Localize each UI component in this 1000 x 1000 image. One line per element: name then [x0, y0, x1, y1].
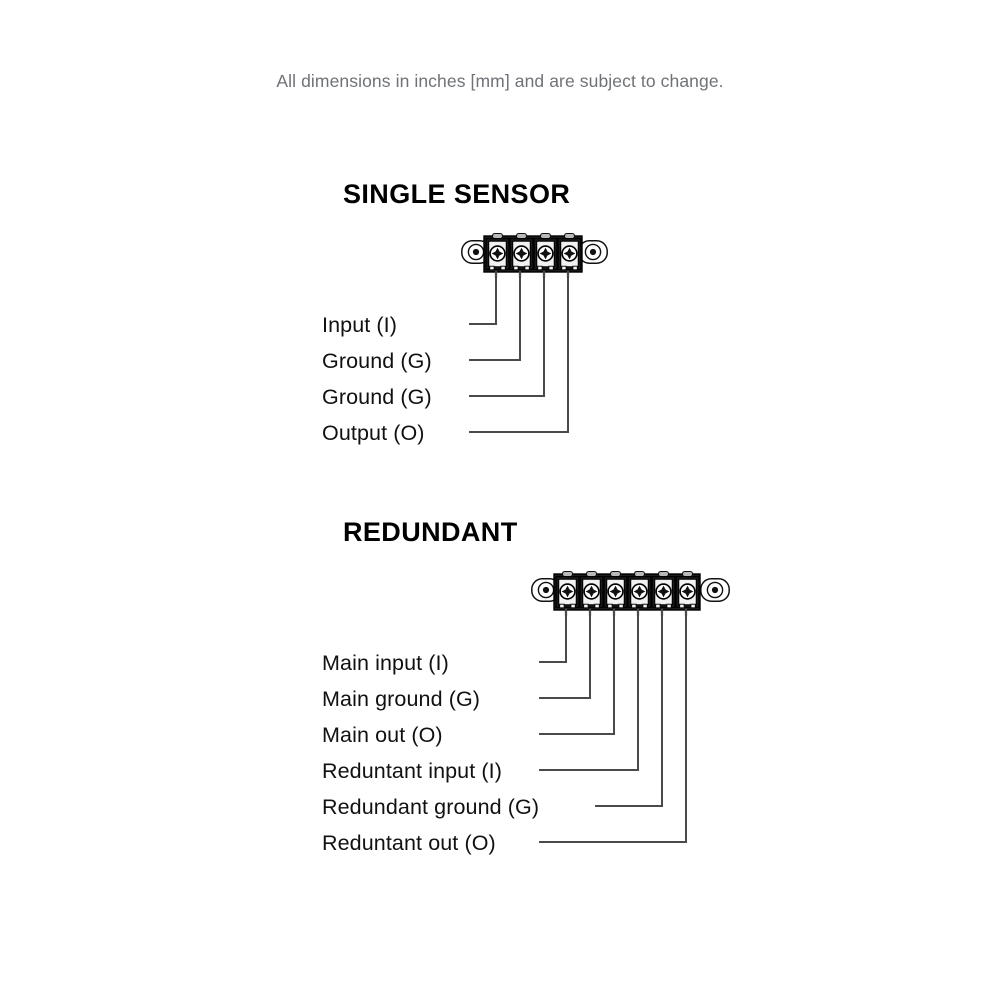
pin-label-redundant-5: Redundant ground (G) [322, 795, 540, 819]
terminal-single-1 [485, 232, 510, 271]
terminal-stubs-single [494, 270, 570, 278]
pin-label-single-3: Ground (G) [322, 385, 432, 409]
terminal-redundant-6 [675, 570, 700, 609]
terminal-block-single-sensor [461, 232, 608, 278]
terminal-redundant-4 [627, 570, 652, 609]
terminal-block-redundant [531, 570, 730, 616]
terminal-redundant-3 [603, 570, 628, 609]
terminal-single-2 [509, 232, 534, 271]
pin-label-redundant-1: Main input (I) [322, 651, 449, 675]
terminal-redundant-2 [579, 570, 604, 609]
mount-ear-left-single [461, 240, 491, 264]
pin-label-single-4: Output (O) [322, 421, 425, 445]
leader-lines-redundant [539, 609, 687, 843]
pin-label-redundant-2: Main ground (G) [322, 687, 481, 711]
leader-redundant-5 [595, 609, 663, 807]
section-title-redundant: REDUNDANT [343, 517, 518, 547]
pin-label-redundant-3: Main out (O) [322, 723, 443, 747]
terminal-single-4 [557, 232, 582, 271]
leader-redundant-3 [539, 609, 615, 735]
mount-ear-right-single [578, 240, 608, 264]
mount-ear-right-redundant [700, 578, 730, 602]
dimensions-note: All dimensions in inches [mm] and are su… [276, 71, 724, 91]
leader-single-2 [469, 271, 521, 361]
leader-single-1 [469, 271, 497, 325]
pin-label-single-1: Input (I) [322, 313, 397, 337]
leader-lines-single [469, 271, 569, 433]
terminal-body-redundant [553, 573, 701, 611]
pin-label-single-2: Ground (G) [322, 349, 432, 373]
leader-single-4 [469, 271, 569, 433]
pin-label-redundant-4: Reduntant input (I) [322, 759, 502, 783]
mount-ear-left-redundant [531, 578, 561, 602]
terminal-stubs-redundant [564, 608, 688, 616]
leader-single-3 [469, 271, 545, 397]
section-title-single-sensor: SINGLE SENSOR [343, 179, 571, 209]
leader-redundant-1 [539, 609, 567, 663]
pin-label-redundant-6: Reduntant out (O) [322, 831, 496, 855]
leader-redundant-2 [539, 609, 591, 699]
terminal-single-3 [533, 232, 558, 271]
terminal-redundant-1 [555, 570, 580, 609]
terminal-body-single [483, 235, 583, 273]
leader-redundant-6 [539, 609, 687, 843]
leader-redundant-4 [539, 609, 639, 771]
terminal-redundant-5 [651, 570, 676, 609]
